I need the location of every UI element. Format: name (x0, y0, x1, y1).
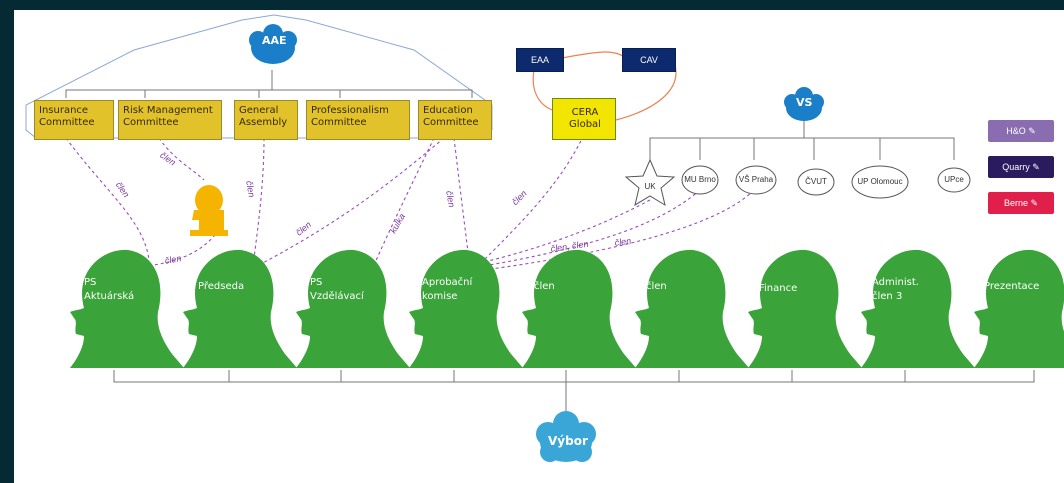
org-cloud-icon (735, 165, 777, 195)
person-icon (190, 185, 228, 236)
committee-label: Insurance Committee (39, 105, 95, 128)
committee-label: Risk Management Committee (123, 105, 213, 128)
committee-box[interactable]: Education Committee (418, 100, 492, 140)
committee-box[interactable]: Insurance Committee (34, 100, 114, 140)
head-label[interactable]: Aprobační komise (422, 277, 473, 302)
head-silhouette-icon (296, 249, 410, 368)
tag-button[interactable]: Berne ✎ (988, 192, 1054, 214)
head-silhouette-icon (974, 249, 1064, 368)
aae-cloud-icon (249, 24, 297, 64)
head-silhouette-icon (861, 249, 975, 368)
head-silhouette-icon (635, 249, 749, 368)
head-silhouette-icon (522, 249, 636, 368)
aae-hub-label[interactable]: AAE (262, 34, 287, 47)
vs-cloud-icon (784, 87, 824, 121)
vybor-hub-label[interactable]: Výbor (548, 434, 588, 448)
vs-hub-label[interactable]: VS (796, 96, 813, 109)
head-label[interactable]: Finance (759, 283, 798, 294)
cera-global-label: CERA Global (569, 107, 601, 130)
head-label[interactable]: člen (646, 281, 667, 292)
star-label: UK (644, 182, 656, 191)
cav-box[interactable]: CAV (622, 48, 676, 72)
org-label: ČVUT (805, 177, 827, 186)
cera-global-box[interactable]: CERA Global (552, 98, 616, 140)
head-silhouette-icon (70, 249, 184, 368)
committee-box[interactable]: General Assembly (234, 100, 298, 140)
head-silhouette-icon (409, 249, 523, 368)
star-icon (624, 158, 676, 207)
committee-box[interactable]: Professionalism Committee (306, 100, 410, 140)
head-label[interactable]: Administ. člen 3 (872, 277, 919, 302)
head-silhouette-icon (183, 249, 297, 368)
head-label[interactable]: PS Vzdělávací (310, 277, 364, 302)
head-label[interactable]: člen (534, 281, 555, 292)
head-label[interactable]: Prezentace (984, 281, 1040, 292)
committee-label: Education Committee (423, 105, 479, 128)
org-cloud-icon (851, 165, 909, 199)
committee-label: General Assembly (239, 105, 288, 128)
org-cloud-icon (937, 167, 971, 193)
head-label[interactable]: PS Aktuárská (84, 277, 135, 302)
tag-button[interactable]: H&O ✎ (988, 120, 1054, 142)
org-label: UP Olomouc (857, 177, 903, 186)
vybor-cloud-icon (536, 411, 596, 462)
head-label[interactable]: Předseda (198, 281, 245, 292)
head-silhouette-icon (748, 249, 862, 368)
org-label: VŠ Praha (738, 175, 774, 184)
committee-box[interactable]: Risk Management Committee (118, 100, 222, 140)
tag-button[interactable]: Quarry ✎ (988, 156, 1054, 178)
connector-layer (25, 14, 1064, 462)
org-cloud-icon (681, 165, 719, 195)
committee-label: Professionalism Committee (311, 105, 389, 128)
diagram-board: AAE VS Výbor Insurance Committee Risk Ma… (14, 10, 1064, 483)
eaa-box[interactable]: EAA (516, 48, 564, 72)
org-cloud-icon (797, 168, 835, 196)
org-label: MU Brno (684, 175, 716, 184)
org-label: UPce (944, 175, 964, 184)
